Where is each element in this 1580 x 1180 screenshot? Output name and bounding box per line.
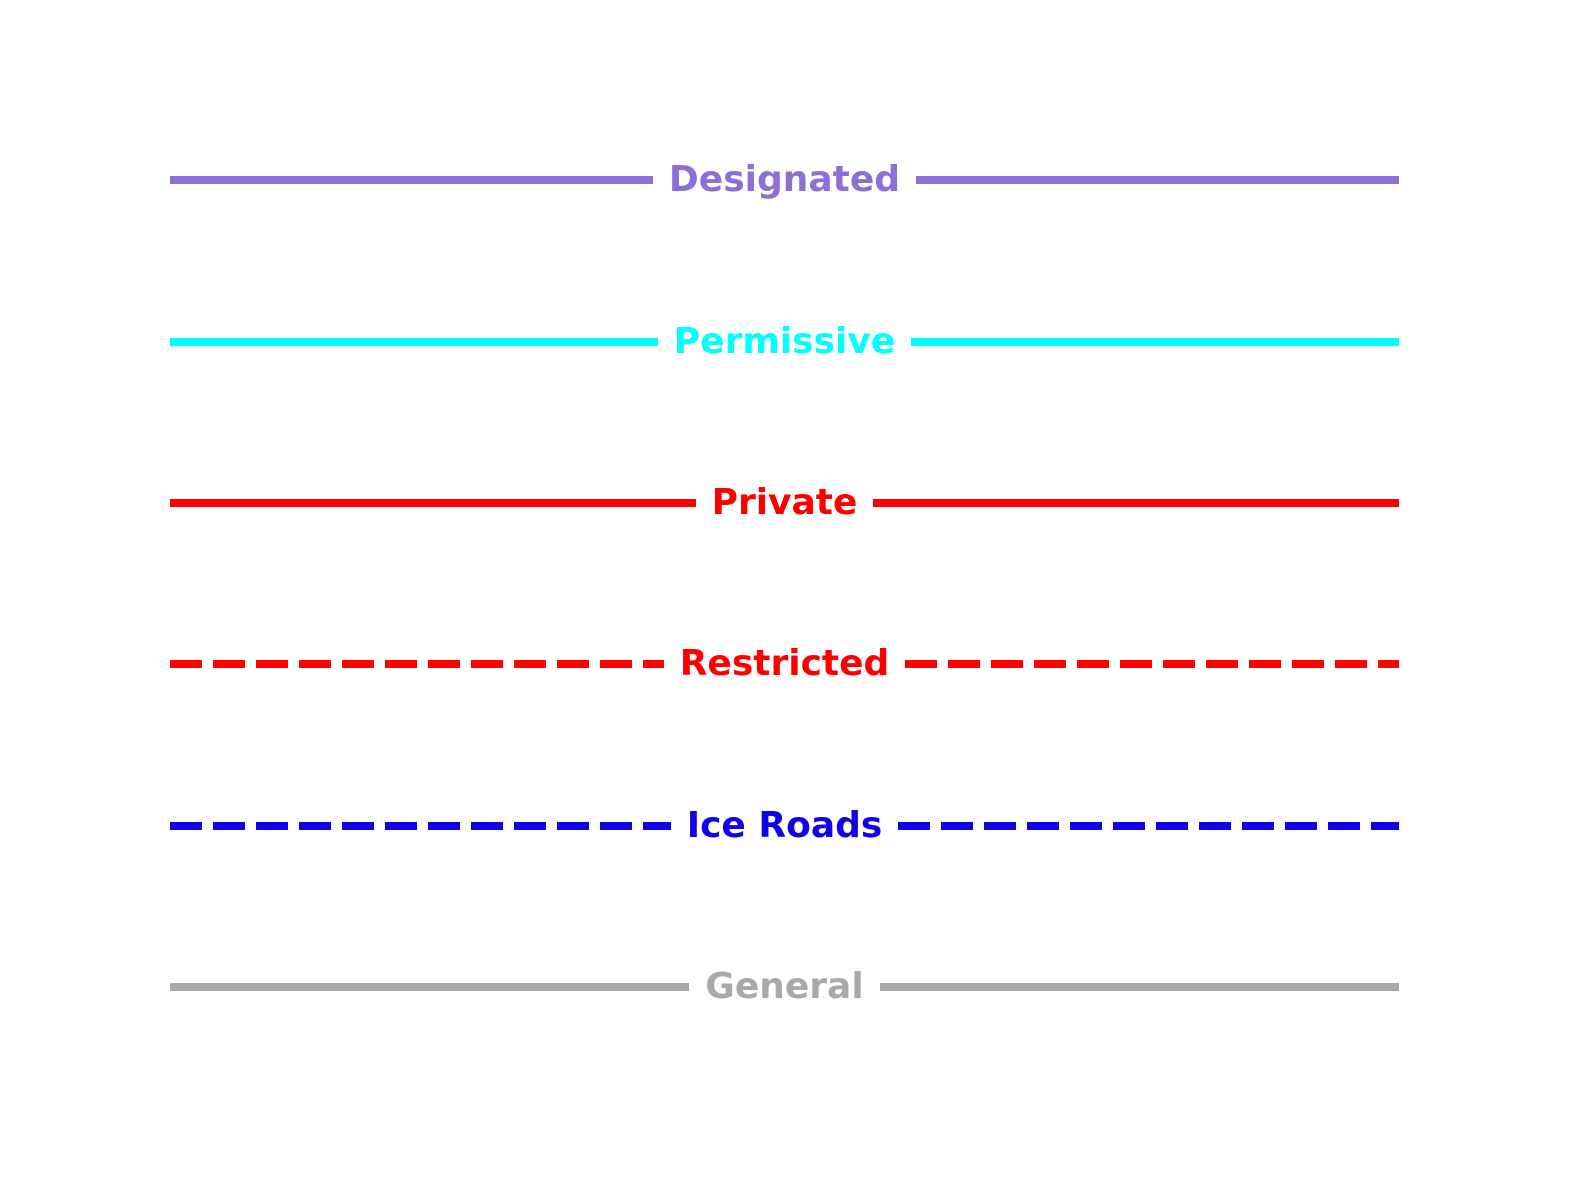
- solid-line-swatch: [879, 983, 1399, 991]
- dashed-line-swatch: [170, 660, 664, 668]
- solid-line-swatch: [911, 338, 1400, 346]
- legend-entry-label: Permissive: [673, 321, 896, 362]
- solid-line-swatch: [873, 499, 1399, 507]
- dashed-line-swatch: [905, 660, 1400, 668]
- legend-entry-ice-roads: Ice Roads: [170, 796, 1400, 856]
- legend-entry-restricted: Restricted: [170, 634, 1400, 694]
- legend-entry-private: Private: [170, 473, 1399, 533]
- legend-entry-label: Restricted: [679, 643, 890, 684]
- legend-entry-label: General: [705, 966, 864, 1007]
- dashed-line-swatch: [170, 822, 671, 830]
- legend-entry-designated: Designated: [170, 150, 1399, 210]
- legend-entry-general: General: [170, 957, 1399, 1017]
- legend-entry-label: Ice Roads: [686, 805, 883, 846]
- legend-entry-label: Private: [711, 482, 858, 523]
- legend-entry-label: Designated: [668, 159, 901, 200]
- solid-line-swatch: [916, 176, 1399, 184]
- solid-line-swatch: [170, 499, 696, 507]
- solid-line-swatch: [170, 176, 653, 184]
- solid-line-swatch: [170, 983, 690, 991]
- dashed-line-swatch: [898, 822, 1400, 830]
- solid-line-swatch: [170, 338, 658, 346]
- legend-entry-permissive: Permissive: [170, 312, 1400, 372]
